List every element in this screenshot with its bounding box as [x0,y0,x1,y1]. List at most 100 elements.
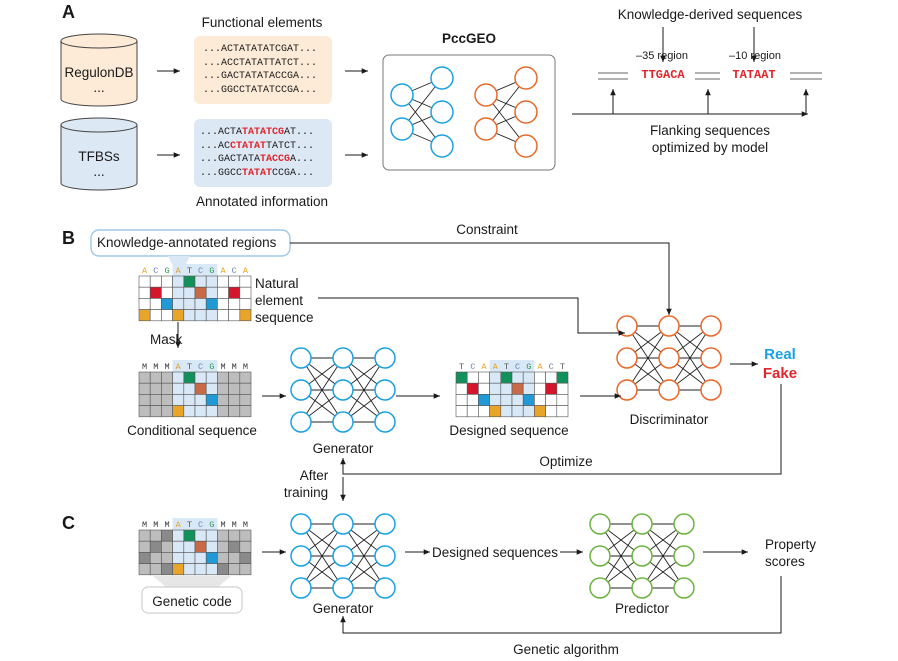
functional-seq-line: ...GACTATATACCGA... [203,71,318,82]
sequence-cell [500,371,513,384]
sequence-cell [138,529,151,542]
sequence-cell [205,394,218,406]
sequence-cell [161,529,173,542]
sequence-cell [138,552,151,564]
sequence-cell [172,540,185,553]
sequence-letter: M [220,362,225,372]
sequence-cell [534,382,546,395]
annotated-info-title: Annotated information [195,194,329,209]
sequence-cell [500,405,513,418]
network-node [374,379,396,401]
sequence-letter: C [198,362,203,372]
constraint-label: Constraint [456,222,518,237]
network-node [700,315,722,337]
sequence-cell [534,394,546,406]
sequence-cell [138,371,151,384]
sequence-cell [466,405,479,418]
cylinder-body [60,40,138,107]
sequence-cell [217,298,229,310]
network-node [332,577,354,599]
sequence-cell [172,394,185,406]
sequence-cell [205,563,218,576]
sequence-cell [149,563,162,576]
sequence-letter: G [164,266,169,276]
sequence-letter: C [232,266,237,276]
sequence-cell [500,394,513,406]
sequence-cell [205,286,218,299]
sequence-cell [183,298,196,310]
sequence-letter: M [164,362,169,372]
sequence-cell [161,275,173,288]
network-edge [599,523,643,589]
sequence-cell [545,382,558,395]
genetic-code-box [141,586,243,614]
sequence-letter: A [176,266,182,276]
arrow-genetic-algorithm-loop [340,576,782,634]
sequence-cell [239,529,252,542]
sequence-letter: C [198,266,203,276]
functional-elements-title: Functional elements [201,15,323,30]
network-node [374,545,396,567]
sequence-letter: C [515,362,520,372]
arrow-constraint [290,242,672,315]
sequence-cell [194,298,207,310]
network-node [631,513,653,535]
genetic-code-pointer [153,576,231,588]
annotated-info-box: ...ACTATATATCGAT... ...ACCTATATTATCT... … [194,119,332,187]
network-node [474,117,498,141]
discriminator-label: Discriminator [629,412,709,427]
sequence-letter: M [220,520,225,530]
predictor-network [589,513,695,599]
sequence-cell [172,371,185,384]
generator-network-b [290,347,396,433]
sequence-cell [161,405,173,418]
sequence-cell [239,540,252,553]
sequence-cell [217,529,229,542]
sequence-cell [228,405,241,418]
sequence-cell [466,382,479,395]
sequence-cell [172,275,185,288]
network-node [332,545,354,567]
sequence-letter: T [459,362,464,372]
network-node [658,347,680,369]
sequence-letter: C [153,266,158,276]
sequence-cell [138,563,151,576]
arrow-optimize-loop [340,384,782,475]
panel-label-a: A [62,2,75,22]
annotated-seq-line: ...GGCCTATATCCGA... [200,167,315,179]
network-node [290,577,312,599]
natural-label-line2: element [255,293,304,308]
network-node [589,577,611,599]
sequence-cell [455,382,468,395]
sequence-cell [149,371,162,384]
sequence-cell [239,298,252,310]
flanking-text-line2: optimized by model [651,140,769,155]
sequence-cell [161,382,173,395]
sequence-cell [183,540,196,553]
network-node [589,513,611,535]
sequence-cell [205,540,218,553]
sequence-letter: A [493,362,499,372]
sequence-cell [228,286,241,299]
network-node [290,379,312,401]
region-35-label: –35 region [636,50,688,62]
sequence-letter: M [243,520,248,530]
sequence-letter: T [187,362,192,372]
network-node [390,117,414,141]
sequence-cell [149,529,162,542]
regulondb-ellipsis: ... [93,80,105,95]
sequence-cell [172,382,185,395]
cylinder-top [60,117,138,133]
regulondb-database-icon [60,33,138,107]
sequence-letter: M [153,362,158,372]
conditional-sequence-label: Conditional sequence [127,423,257,438]
tfbss-ellipsis: ... [93,164,105,179]
sequence-cell [217,371,229,384]
sequence-cell [511,382,524,395]
functional-seq-line: ...ACCTATATTATCT... [203,57,318,69]
network-edge [626,325,670,391]
arrow-natural-to-discriminator [318,297,625,336]
sequence-cell [556,405,569,418]
sequence-cell [149,382,162,395]
sequence-cell [183,529,196,542]
